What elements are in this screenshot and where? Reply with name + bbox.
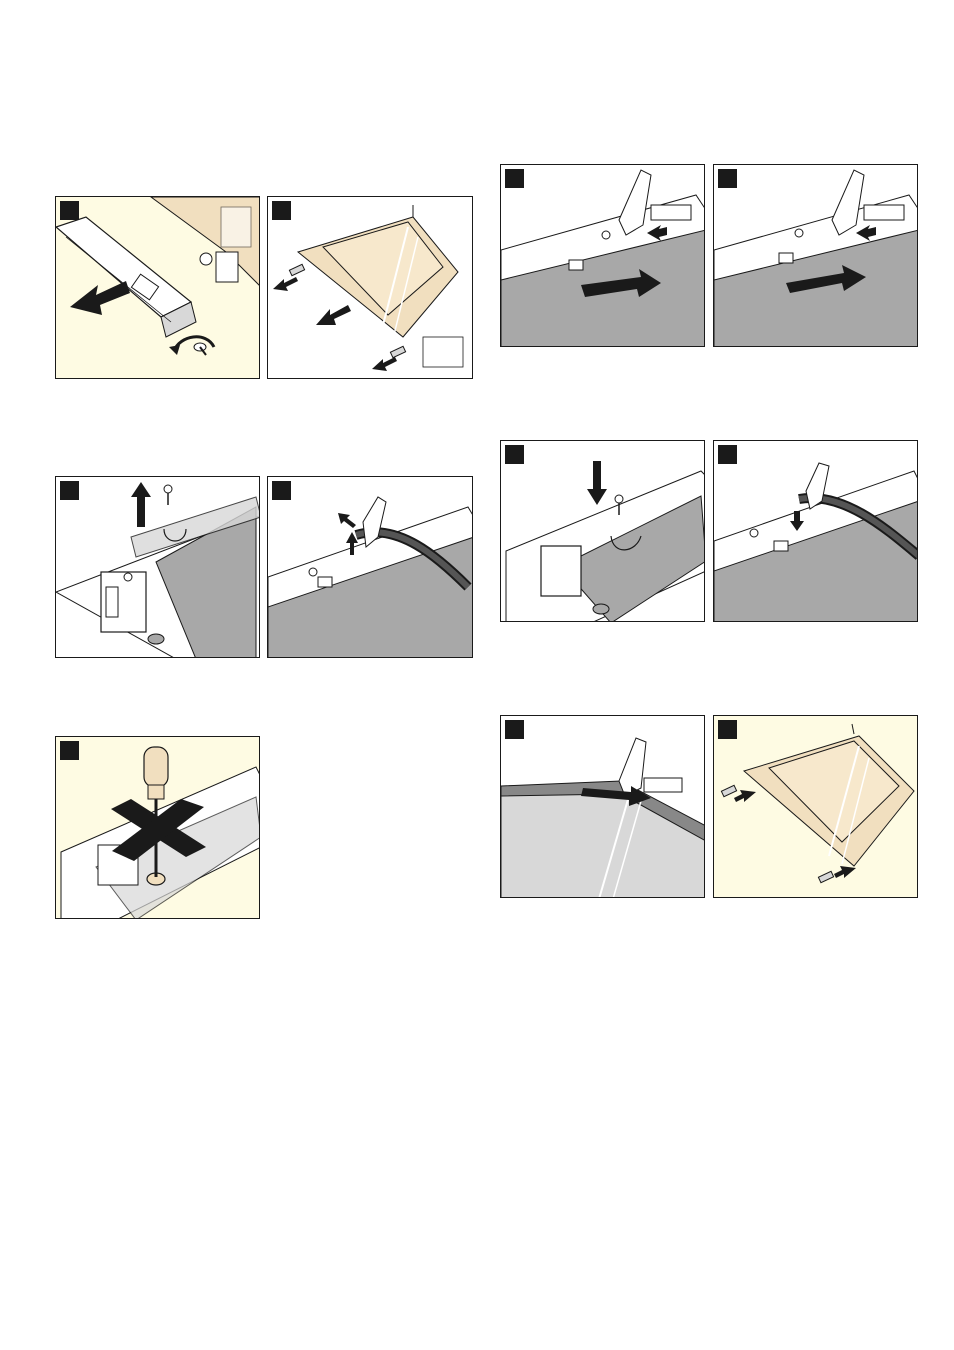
arrow-up-icon <box>131 482 151 527</box>
seal-strip-illustration <box>268 477 473 658</box>
glass-pane-slide-illustration <box>714 165 918 347</box>
step-marker <box>60 481 79 500</box>
hinge-bracket-illustration <box>56 477 260 658</box>
step-panel-right-3a <box>500 715 705 898</box>
step-panel-right-1a <box>500 164 705 347</box>
step-marker <box>505 169 524 188</box>
step-panel-left-2a <box>55 476 260 658</box>
seal-strip-install-illustration <box>714 441 918 622</box>
door-glass-illustration <box>268 197 473 379</box>
arrow-down-left-icon <box>372 357 397 371</box>
step-marker <box>272 481 291 500</box>
glass-pane-slide-illustration <box>501 165 705 347</box>
arrow-down-icon <box>587 461 607 505</box>
step-panel-right-3b <box>713 715 918 898</box>
arrow-left-icon <box>70 281 130 315</box>
step-marker <box>505 445 524 464</box>
hinge-bracket-install-illustration <box>501 441 705 622</box>
step-panel-left-3 <box>55 736 260 919</box>
prohibited-screwdriver-illustration <box>56 737 260 919</box>
step-panel-right-1b <box>713 164 918 347</box>
step-panel-left-2b <box>267 476 473 658</box>
step-panel-left-1a <box>55 196 260 379</box>
arrow-up-left-icon <box>338 513 356 528</box>
step-marker <box>60 201 79 220</box>
arrow-down-left-icon <box>273 277 298 291</box>
rotate-arrow-icon <box>174 337 214 351</box>
glass-pane-insert-illustration <box>501 716 705 898</box>
step-marker <box>60 741 79 760</box>
step-panel-left-1b <box>267 196 473 379</box>
screw-icon <box>194 343 206 355</box>
arrow-up-right-icon <box>734 790 756 802</box>
door-glass-reassembly-illustration <box>714 716 918 898</box>
step-panel-right-2b <box>713 440 918 622</box>
step-marker <box>505 720 524 739</box>
step-panel-right-2a <box>500 440 705 622</box>
step-marker <box>718 720 737 739</box>
arrow-up-right-icon <box>834 866 856 878</box>
step-marker <box>718 169 737 188</box>
screw-icon <box>164 485 172 505</box>
arrow-down-left-icon <box>316 305 351 325</box>
step-marker <box>272 201 291 220</box>
step-marker <box>718 445 737 464</box>
door-rail-illustration <box>56 197 260 379</box>
